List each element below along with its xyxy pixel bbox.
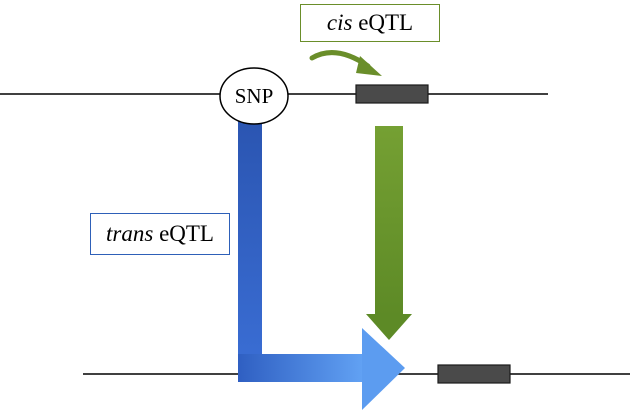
- trans-arrow-shaft-horizontal: [238, 354, 364, 382]
- trans-eqtl-label: trans eQTL: [90, 213, 230, 255]
- trans-label-rest: eQTL: [153, 221, 214, 246]
- cis-curved-arrow-head: [356, 56, 382, 76]
- cis-arrow-head: [366, 314, 412, 340]
- cis-arrow-shaft: [375, 126, 403, 316]
- cis-label-rest: eQTL: [352, 10, 414, 35]
- cis-eqtl-label: cis eQTL: [300, 4, 440, 42]
- snp-circle: [219, 67, 289, 125]
- trans-arrow-head: [362, 328, 405, 410]
- trans-label-italic: trans: [106, 221, 154, 246]
- cis-label-italic: cis: [326, 10, 353, 35]
- snp-label: SNP: [234, 83, 274, 108]
- cis-gene-block: [355, 84, 429, 104]
- trans-arrow-shaft-vertical: [238, 110, 262, 382]
- trans-gene-block: [437, 364, 511, 384]
